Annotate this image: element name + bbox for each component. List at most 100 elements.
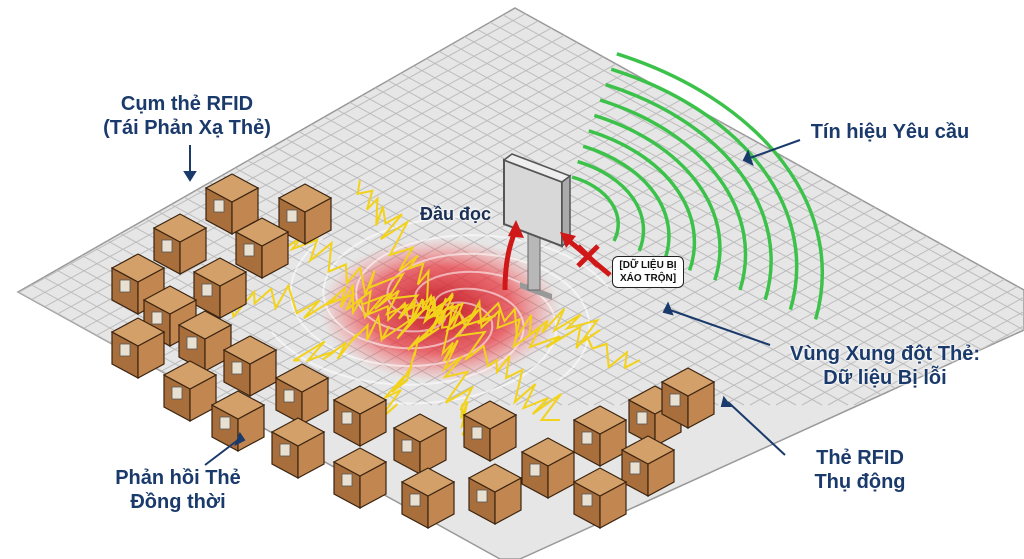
rfid-tag-label	[401, 439, 413, 453]
grid-line	[18, 8, 1024, 406]
rfid-tag-box	[620, 435, 676, 498]
rfid-tag-box	[277, 183, 333, 246]
rfid-tag-label	[279, 443, 291, 457]
swirl-stroke	[270, 287, 525, 386]
grid-line	[125, 8, 1024, 406]
passive-label-line1: Thẻ RFID	[816, 447, 904, 469]
tag-response-wave	[292, 299, 447, 363]
rfid-tag-box	[392, 413, 448, 476]
grid-line	[18, 8, 485, 406]
rfid-tag-box	[210, 390, 266, 453]
rfid-tag-box	[467, 463, 523, 526]
swirl-stroke	[389, 270, 558, 405]
tag-response-wave	[328, 284, 454, 325]
grid-line	[515, 8, 1024, 406]
signal-wave-arc	[610, 67, 799, 311]
rfid-tag-label	[161, 239, 173, 253]
rfid-reader	[502, 153, 572, 300]
rfid-tag-label	[341, 411, 353, 425]
garbled-data-callout: [DỮ LIỆU BỊ XÁO TRỘN]	[612, 256, 684, 288]
grid-line	[567, 8, 1024, 406]
grid-line	[18, 8, 225, 406]
rfid-tag-label	[636, 411, 648, 425]
rfid-tag-label	[151, 311, 163, 325]
grid-line	[18, 8, 967, 406]
callout-pointers	[183, 139, 801, 466]
grid-line	[801, 8, 1024, 406]
rfid-tag-box	[110, 317, 166, 380]
grid-line	[18, 8, 57, 406]
reader-label: Đầu đọc	[420, 204, 492, 224]
rfid-tag-box	[332, 447, 388, 510]
rfid-tag-label	[529, 463, 541, 477]
signal-wave-arc	[588, 129, 697, 271]
simul-label-line2: Đồng thời	[130, 491, 226, 513]
rfid-tag-label	[471, 426, 483, 440]
rfid-tag-box	[110, 253, 166, 316]
rfid-tag-label	[283, 389, 295, 403]
grid-line	[0, 0, 4, 405]
rfid-tag-box	[274, 363, 330, 426]
conflict-label-line1: Vùng Xung đột Thẻ:	[790, 343, 980, 365]
signal-wave-arc	[616, 52, 824, 320]
grid-line	[0, 0, 16, 405]
request-signal-label: Tín hiệu Yêu cầu	[810, 121, 970, 143]
rfid-tag-label	[341, 473, 353, 487]
simultaneous-response-label: Phản hồi Thẻ Đồng thời	[98, 466, 258, 514]
rfid-tag-label	[286, 209, 298, 223]
grid-line	[18, 8, 1024, 406]
signal-wave-arc	[582, 144, 671, 262]
grid-line	[541, 8, 1024, 406]
grid-line	[18, 8, 1024, 406]
rfid-tag-box	[162, 360, 218, 423]
grid-line	[18, 8, 251, 406]
rfid-tag-box	[660, 367, 716, 430]
tag-response-waves	[229, 179, 641, 441]
tag-response-wave	[369, 299, 447, 429]
signal-wave-arc	[577, 159, 646, 252]
grid-line	[723, 8, 1024, 406]
grid-line	[645, 8, 1024, 406]
cluster-label-line2: (Tái Phản Xạ Thẻ)	[103, 117, 271, 139]
signal-wave-arc	[593, 113, 722, 281]
garbled-line2: XÁO TRỘN]	[619, 273, 677, 284]
grid-line	[111, 8, 1024, 406]
grid-line	[775, 8, 1024, 406]
tag-response-wave	[356, 179, 454, 318]
rfid-tag-box	[520, 437, 576, 500]
tag-response-wave	[438, 297, 601, 345]
rfid-tag-box	[222, 335, 278, 398]
grid-line	[18, 8, 979, 406]
rfid-tag-label	[201, 283, 213, 297]
grid-line	[1009, 8, 1024, 406]
rfid-tag-label	[171, 386, 183, 400]
rfid-tag-label	[213, 199, 225, 213]
request-signal-waves	[571, 52, 824, 320]
grid-line	[18, 8, 1024, 406]
grid-line	[18, 8, 953, 406]
cluster-label: Cụm thẻ RFID (Tái Phản Xạ Thẻ)	[92, 92, 282, 140]
grid-line	[18, 8, 121, 406]
grid-line	[18, 8, 109, 406]
rfid-tag-label	[119, 279, 131, 293]
rfid-tag-label	[119, 343, 131, 357]
rfid-tag-label	[231, 361, 243, 375]
rfid-tag-label	[581, 493, 593, 507]
grid-line	[33, 8, 1024, 406]
rfid-tag-box	[152, 213, 208, 276]
rfid-tag-box	[462, 400, 518, 463]
rfid-tag-label	[243, 243, 255, 257]
tag-response-wave	[253, 229, 447, 325]
rfid-tag-box	[572, 467, 628, 530]
signal-wave-arc	[571, 175, 620, 242]
rfid-tag-label	[629, 461, 641, 475]
grid-line	[489, 8, 1024, 406]
passive-tag-label: Thẻ RFID Thụ động	[790, 446, 930, 494]
rfid-tag-label	[669, 393, 681, 407]
grid-line	[671, 8, 1024, 406]
grid-line	[18, 8, 927, 406]
grid-line	[18, 8, 433, 406]
signal-wave-arc	[599, 98, 748, 291]
